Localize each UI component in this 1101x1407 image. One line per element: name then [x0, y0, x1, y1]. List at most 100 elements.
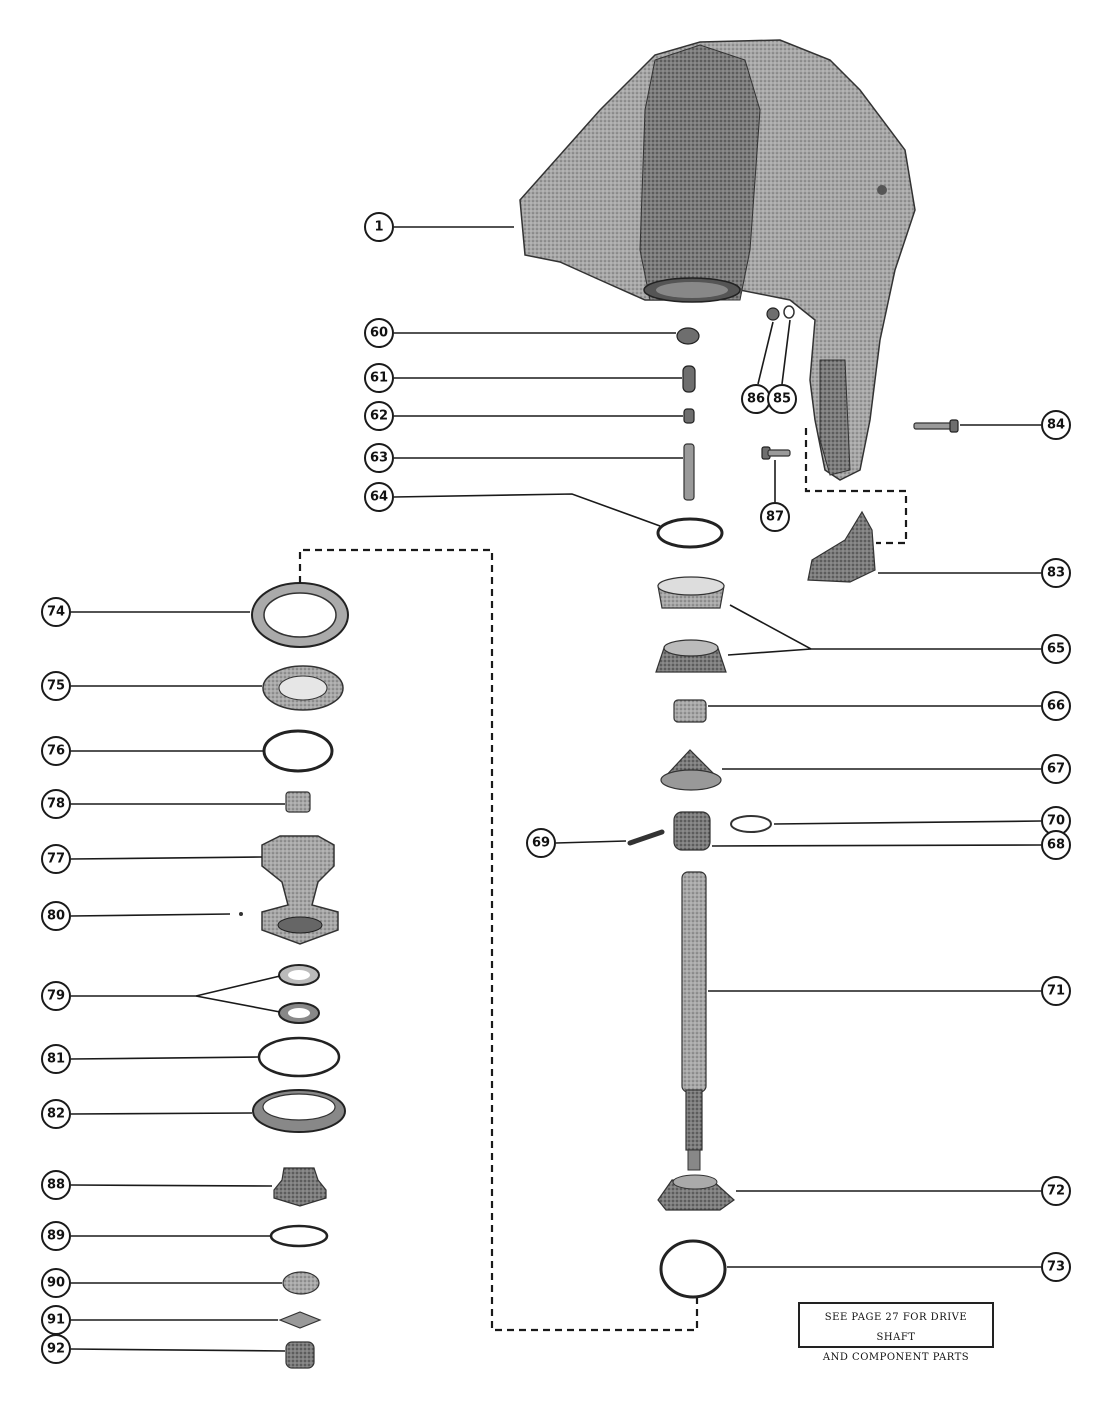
callout-76: 76 [41, 736, 71, 766]
part-64-o-ring [656, 517, 724, 549]
callout-77: 77 [41, 844, 71, 874]
part-87-screw [761, 446, 791, 460]
svg-text:64: 64 [370, 490, 388, 505]
svg-text:89: 89 [47, 1229, 65, 1244]
svg-text:70: 70 [1047, 814, 1065, 829]
callout-66: 66 [1041, 691, 1071, 721]
part-62-pin [683, 408, 695, 424]
callout-75: 75 [41, 671, 71, 701]
svg-text:91: 91 [47, 1313, 65, 1328]
part-63-rod [683, 443, 695, 501]
part-73-ring [659, 1239, 727, 1299]
callout-71: 71 [1041, 976, 1071, 1006]
callout-90: 90 [41, 1268, 71, 1298]
part-77-bearing-carrier [261, 835, 339, 945]
svg-text:90: 90 [47, 1276, 65, 1291]
svg-text:67: 67 [1047, 762, 1065, 777]
part-68-clutch [673, 811, 711, 851]
callout-87: 87 [760, 502, 790, 532]
svg-text:62: 62 [370, 409, 388, 424]
svg-text:74: 74 [47, 605, 65, 620]
svg-text:77: 77 [47, 852, 65, 867]
svg-text:92: 92 [47, 1342, 65, 1357]
callout-64: 64 [364, 482, 394, 512]
svg-text:84: 84 [1047, 418, 1065, 433]
part-86-nut [766, 307, 780, 321]
note-line-2: AND COMPONENT PARTS [822, 1352, 970, 1363]
part-66-bushing [673, 699, 707, 723]
part-92-nut [285, 1341, 315, 1369]
svg-text:65: 65 [1047, 642, 1065, 657]
callout-82: 82 [41, 1099, 71, 1129]
part-91-tab-washer [278, 1311, 322, 1329]
svg-text:86: 86 [747, 392, 765, 407]
part-69-pin [627, 829, 665, 846]
callout-62: 62 [364, 401, 394, 431]
svg-text:76: 76 [47, 744, 65, 759]
svg-text:79: 79 [47, 989, 65, 1004]
callout-63: 63 [364, 443, 394, 473]
part-78-bushing [285, 791, 311, 813]
svg-text:71: 71 [1047, 984, 1065, 999]
part-89-washer [269, 1224, 329, 1248]
part-75-bearing [262, 665, 344, 711]
part-80-pin [239, 912, 243, 916]
part-60-plug [676, 327, 700, 345]
svg-text:63: 63 [370, 451, 388, 466]
callout-1: 1 [364, 212, 394, 242]
part-76-o-ring [262, 729, 334, 773]
part-65-bearing-cone [655, 639, 727, 673]
callout-81: 81 [41, 1044, 71, 1074]
svg-text:69: 69 [532, 836, 550, 851]
part-67-gear [660, 749, 722, 791]
gear-housing [519, 39, 916, 481]
svg-text:78: 78 [47, 797, 65, 812]
callout-86: 86 [741, 384, 771, 414]
part-88-thrust-hub [273, 1167, 327, 1207]
part-81-lockwasher [257, 1036, 341, 1078]
callout-78: 78 [41, 789, 71, 819]
svg-text:82: 82 [47, 1107, 65, 1122]
part-79-seal-lower [278, 1002, 320, 1024]
svg-text:72: 72 [1047, 1184, 1065, 1199]
svg-text:60: 60 [370, 326, 388, 341]
svg-text:61: 61 [370, 371, 388, 386]
callout-68: 68 [1041, 830, 1071, 860]
callout-65: 65 [1041, 634, 1071, 664]
callout-92: 92 [41, 1334, 71, 1364]
svg-text:85: 85 [773, 392, 791, 407]
callout-89: 89 [41, 1221, 71, 1251]
part-82-retaining-nut [252, 1089, 346, 1133]
dashed-assembly-path-left [298, 548, 699, 1332]
part-61-pin [682, 365, 696, 393]
callout-80: 80 [41, 901, 71, 931]
callout-60: 60 [364, 318, 394, 348]
svg-text:1: 1 [374, 220, 383, 235]
note-line-1: SEE PAGE 27 FOR DRIVE SHAFT [824, 1312, 968, 1343]
dashed-assembly-path-right [804, 428, 908, 545]
part-70-spring-ring [730, 815, 772, 833]
callout-74: 74 [41, 597, 71, 627]
callout-72: 72 [1041, 1176, 1071, 1206]
part-85-washer [783, 305, 795, 319]
part-72-gear [657, 1174, 735, 1211]
callout-85: 85 [767, 384, 797, 414]
part-65-bearing-cup [657, 576, 725, 609]
callout-88: 88 [41, 1170, 71, 1200]
svg-text:88: 88 [47, 1178, 65, 1193]
part-90-spacer [282, 1271, 320, 1295]
part-84-screw [913, 419, 959, 433]
svg-text:87: 87 [766, 510, 784, 525]
svg-text:81: 81 [47, 1052, 65, 1067]
reference-note-box: SEE PAGE 27 FOR DRIVE SHAFT AND COMPONEN… [798, 1302, 994, 1363]
svg-text:68: 68 [1047, 838, 1065, 853]
callout-61: 61 [364, 363, 394, 393]
svg-text:73: 73 [1047, 1260, 1065, 1275]
callout-91: 91 [41, 1305, 71, 1335]
svg-text:75: 75 [47, 679, 65, 694]
leader-lines [70, 226, 1042, 1352]
part-83-fin [807, 510, 876, 583]
callout-84: 84 [1041, 410, 1071, 440]
callout-69: 69 [526, 828, 556, 858]
